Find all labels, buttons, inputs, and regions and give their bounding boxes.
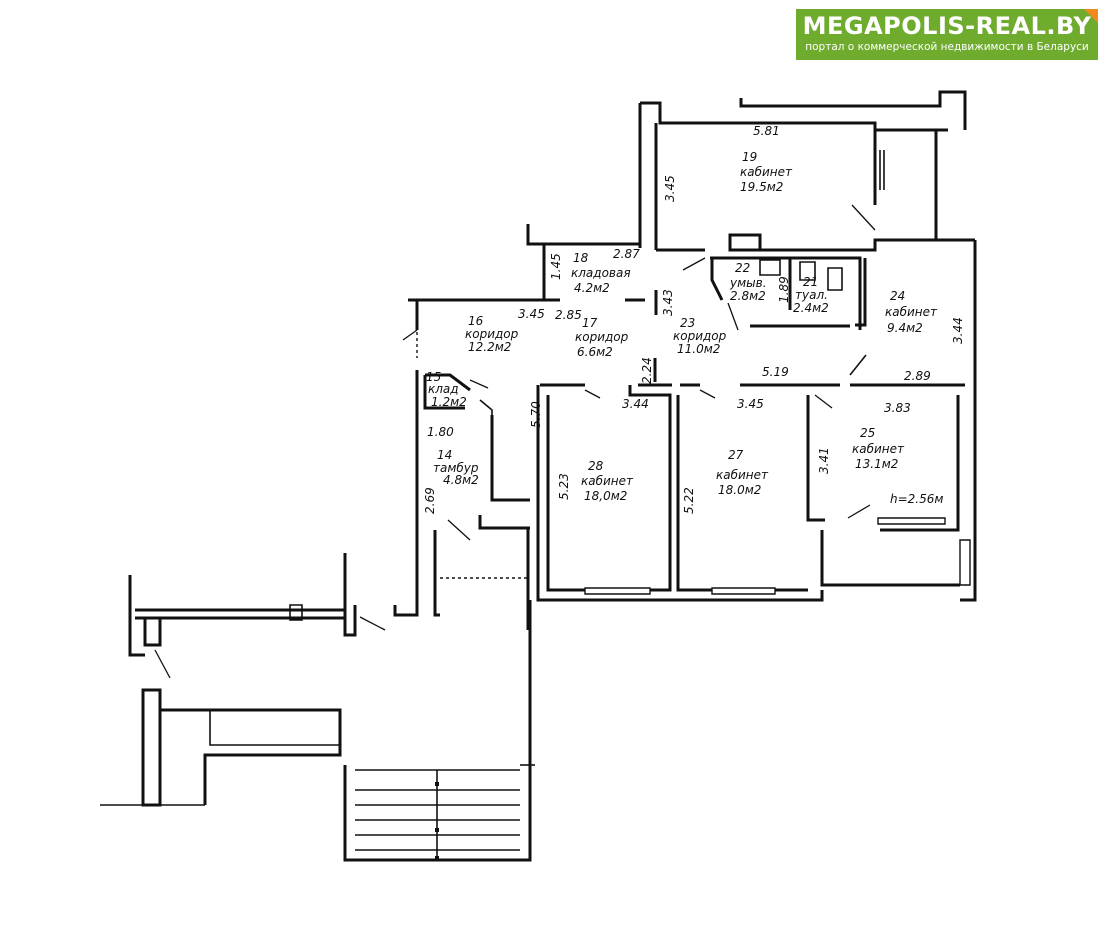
dim-label: 3.45 bbox=[663, 175, 677, 202]
room-24-label: 24 кабинет 9.4м2 bbox=[885, 289, 941, 335]
room-18-label: 18 кладовая 4.2м2 bbox=[571, 251, 634, 295]
dimension-labels: 5.81 3.45 2.87 1.45 3.43 1.89 3.44 3.45 … bbox=[423, 124, 965, 514]
room-16-label: 16 коридор 12.2м2 bbox=[465, 314, 522, 354]
dim-label: 2.69 bbox=[423, 487, 437, 514]
dim-label: 2.89 bbox=[904, 369, 931, 383]
room-labels: 19 кабинет 19.5м2 18 кладовая 4.2м2 22 у… bbox=[426, 150, 941, 503]
dim-label: 3.44 bbox=[951, 317, 965, 344]
room-17-label: 17 коридор 6.6м2 bbox=[575, 316, 632, 359]
dim-label: 3.45 bbox=[518, 307, 545, 321]
dim-label: 1.45 bbox=[549, 253, 563, 280]
room-27-label: 27 кабинет 18.0м2 bbox=[716, 448, 772, 497]
room-25-label: 25 кабинет 13.1м2 bbox=[852, 426, 908, 471]
dim-label: 5.19 bbox=[762, 365, 789, 379]
dim-label: 1.80 bbox=[427, 425, 454, 439]
dim-label: 1.89 bbox=[777, 276, 791, 303]
ceiling-height-label: h=2.56м bbox=[890, 492, 943, 506]
dim-label: 5.70 bbox=[529, 401, 543, 428]
dim-label: 5.23 bbox=[557, 473, 571, 500]
dim-label: 5.22 bbox=[682, 487, 696, 514]
room-14-label: 14 тамбур 4.8м2 bbox=[433, 448, 482, 487]
stair-markers bbox=[435, 782, 439, 860]
walls bbox=[100, 90, 977, 862]
room-23-label: 23 коридор 11.0м2 bbox=[673, 316, 730, 356]
brand-corner-mark bbox=[1084, 9, 1098, 23]
dim-label: 3.43 bbox=[661, 289, 675, 316]
room-15-label: 15 клад 1.2м2 bbox=[426, 370, 467, 409]
dim-label: 3.45 bbox=[737, 397, 764, 411]
dim-label: 2.85 bbox=[555, 308, 582, 322]
dim-label: 2.87 bbox=[613, 247, 640, 261]
dim-label: 3.44 bbox=[622, 397, 649, 411]
dim-label: 2.24 bbox=[640, 357, 654, 384]
dim-label: 5.81 bbox=[753, 124, 780, 138]
brand-subtitle: портал о коммерческой недвижимости в Бел… bbox=[805, 41, 1089, 53]
room-22-label: 22 умыв. 2.8м2 bbox=[729, 261, 770, 303]
dim-label: 3.41 bbox=[817, 447, 831, 474]
room-19-label: 19 кабинет 19.5м2 bbox=[740, 150, 796, 194]
dim-label: 3.83 bbox=[884, 401, 911, 415]
room-21-label: 21 туал. 2.4м2 bbox=[793, 275, 832, 315]
brand-banner[interactable]: MEGAPOLIS-REAL.BY портал о коммерческой … bbox=[796, 9, 1098, 60]
doors bbox=[154, 204, 876, 679]
room-28-label: 28 кабинет 18,0м2 bbox=[581, 459, 637, 503]
brand-title: MEGAPOLIS-REAL.BY bbox=[802, 12, 1092, 40]
